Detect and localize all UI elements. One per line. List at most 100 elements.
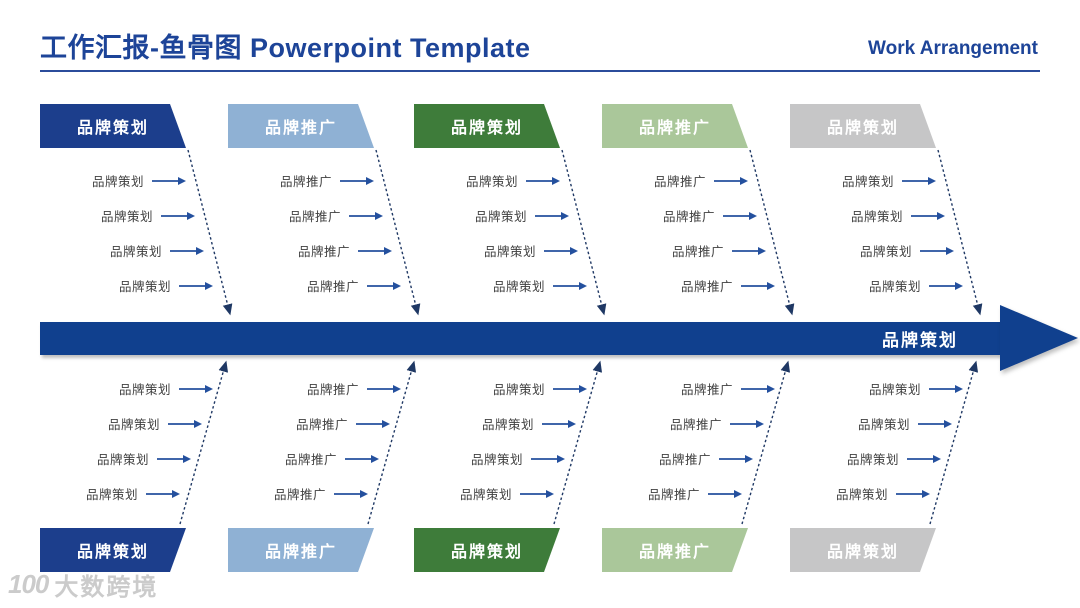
item-arrow-icon xyxy=(741,281,775,290)
item-arrow-icon xyxy=(741,384,775,393)
branch-item-row: 品牌推广 xyxy=(228,371,428,406)
item-arrow-icon xyxy=(714,176,748,185)
branch-item-row: 品牌推广 xyxy=(228,163,428,198)
item-arrow-icon xyxy=(553,384,587,393)
branch-header-bottom-3: 品牌策划 xyxy=(414,528,560,572)
watermark-logo: 100 xyxy=(8,569,49,599)
branch-item-label: 品牌策划 xyxy=(107,418,160,432)
item-arrow-icon xyxy=(146,489,180,498)
branch-item-row: 品牌策划 xyxy=(40,476,240,511)
item-arrow-icon xyxy=(918,419,952,428)
branch-item-label: 品牌策划 xyxy=(481,418,534,432)
branch-item-label: 品牌推广 xyxy=(288,210,341,224)
item-arrow-icon xyxy=(929,281,963,290)
item-arrow-icon xyxy=(367,281,401,290)
branch-item-row: 品牌推广 xyxy=(602,198,802,233)
branch-item-row: 品牌推广 xyxy=(602,268,802,303)
branch-header-label: 品牌策划 xyxy=(76,544,149,561)
branch-item-label: 品牌推广 xyxy=(306,383,359,397)
branch-item-label: 品牌策划 xyxy=(841,175,894,189)
branch-item-row: 品牌推广 xyxy=(228,268,428,303)
branch-item-label: 品牌推广 xyxy=(284,453,337,467)
branch-item-row: 品牌策划 xyxy=(790,268,990,303)
branch-header-label: 品牌推广 xyxy=(638,544,711,561)
branch-item-row: 品牌策划 xyxy=(414,441,614,476)
branch-item-label: 品牌推广 xyxy=(297,245,350,259)
branch-items-bottom-1: 品牌策划品牌策划品牌策划品牌策划 xyxy=(40,371,240,511)
branch-item-row: 品牌策划 xyxy=(414,268,614,303)
branch-item-row: 品牌策划 xyxy=(40,233,240,268)
branch-item-label: 品牌策划 xyxy=(474,210,527,224)
branch-header-label: 品牌策划 xyxy=(450,544,523,561)
branch-item-row: 品牌推广 xyxy=(602,371,802,406)
page-title: 工作汇报-鱼骨图 Powerpoint Template xyxy=(40,33,531,63)
branch-items-top-2: 品牌推广品牌推广品牌推广品牌推广 xyxy=(228,163,428,303)
branch-item-label: 品牌策划 xyxy=(846,453,899,467)
branch-item-row: 品牌策划 xyxy=(414,163,614,198)
branch-items-top-3: 品牌策划品牌策划品牌策划品牌策划 xyxy=(414,163,614,303)
spine-arrowhead-icon xyxy=(1000,305,1078,371)
branch-item-label: 品牌策划 xyxy=(118,280,171,294)
branch-item-label: 品牌策划 xyxy=(850,210,903,224)
branch-items-top-5: 品牌策划品牌策划品牌策划品牌策划 xyxy=(790,163,990,303)
branch-items-top-1: 品牌策划品牌策划品牌策划品牌策划 xyxy=(40,163,240,303)
branch-item-row: 品牌推广 xyxy=(228,233,428,268)
branch-item-row: 品牌推广 xyxy=(602,441,802,476)
branch-item-label: 品牌策划 xyxy=(85,488,138,502)
branch-item-label: 品牌策划 xyxy=(118,383,171,397)
item-arrow-icon xyxy=(179,281,213,290)
branch-item-row: 品牌推广 xyxy=(602,406,802,441)
item-arrow-icon xyxy=(911,211,945,220)
branch-items-top-4: 品牌推广品牌推广品牌推广品牌推广 xyxy=(602,163,802,303)
branch-header-bottom-1: 品牌策划 xyxy=(40,528,186,572)
branch-item-label: 品牌推广 xyxy=(671,245,724,259)
item-arrow-icon xyxy=(152,176,186,185)
branch-item-row: 品牌策划 xyxy=(414,233,614,268)
item-arrow-icon xyxy=(732,246,766,255)
item-arrow-icon xyxy=(334,489,368,498)
branch-item-row: 品牌策划 xyxy=(40,371,240,406)
item-arrow-icon xyxy=(896,489,930,498)
branch-item-row: 品牌策划 xyxy=(790,476,990,511)
page-subtitle: Work Arrangement xyxy=(868,38,1038,59)
branch-item-label: 品牌策划 xyxy=(483,245,536,259)
branch-item-label: 品牌推广 xyxy=(647,488,700,502)
item-arrow-icon xyxy=(157,454,191,463)
branch-item-row: 品牌策划 xyxy=(40,441,240,476)
branch-item-label: 品牌推广 xyxy=(658,453,711,467)
item-arrow-icon xyxy=(349,211,383,220)
item-arrow-icon xyxy=(723,211,757,220)
item-arrow-icon xyxy=(730,419,764,428)
branch-header-top-4: 品牌推广 xyxy=(602,104,748,148)
item-arrow-icon xyxy=(356,419,390,428)
item-arrow-icon xyxy=(367,384,401,393)
watermark: 100 大数跨境 xyxy=(8,567,158,602)
branch-item-label: 品牌推广 xyxy=(273,488,326,502)
branch-item-row: 品牌策划 xyxy=(790,371,990,406)
branch-item-label: 品牌策划 xyxy=(470,453,523,467)
branch-item-row: 品牌策划 xyxy=(790,163,990,198)
branch-header-label: 品牌策划 xyxy=(826,120,899,137)
item-arrow-icon xyxy=(161,211,195,220)
branch-item-row: 品牌推广 xyxy=(228,198,428,233)
branch-header-label: 品牌推广 xyxy=(264,544,337,561)
item-arrow-icon xyxy=(358,246,392,255)
branch-item-row: 品牌策划 xyxy=(40,163,240,198)
branch-item-label: 品牌推广 xyxy=(669,418,722,432)
branch-item-row: 品牌策划 xyxy=(40,268,240,303)
branch-item-label: 品牌策划 xyxy=(109,245,162,259)
item-arrow-icon xyxy=(345,454,379,463)
item-arrow-icon xyxy=(526,176,560,185)
item-arrow-icon xyxy=(544,246,578,255)
item-arrow-icon xyxy=(168,419,202,428)
branch-item-row: 品牌策划 xyxy=(414,406,614,441)
watermark-label: 大数跨境 xyxy=(54,574,159,601)
item-arrow-icon xyxy=(929,384,963,393)
title-underline xyxy=(40,70,1040,72)
branch-item-label: 品牌策划 xyxy=(91,175,144,189)
branch-item-row: 品牌推广 xyxy=(602,233,802,268)
branch-item-row: 品牌推广 xyxy=(228,476,428,511)
branch-item-row: 品牌策划 xyxy=(790,198,990,233)
item-arrow-icon xyxy=(719,454,753,463)
